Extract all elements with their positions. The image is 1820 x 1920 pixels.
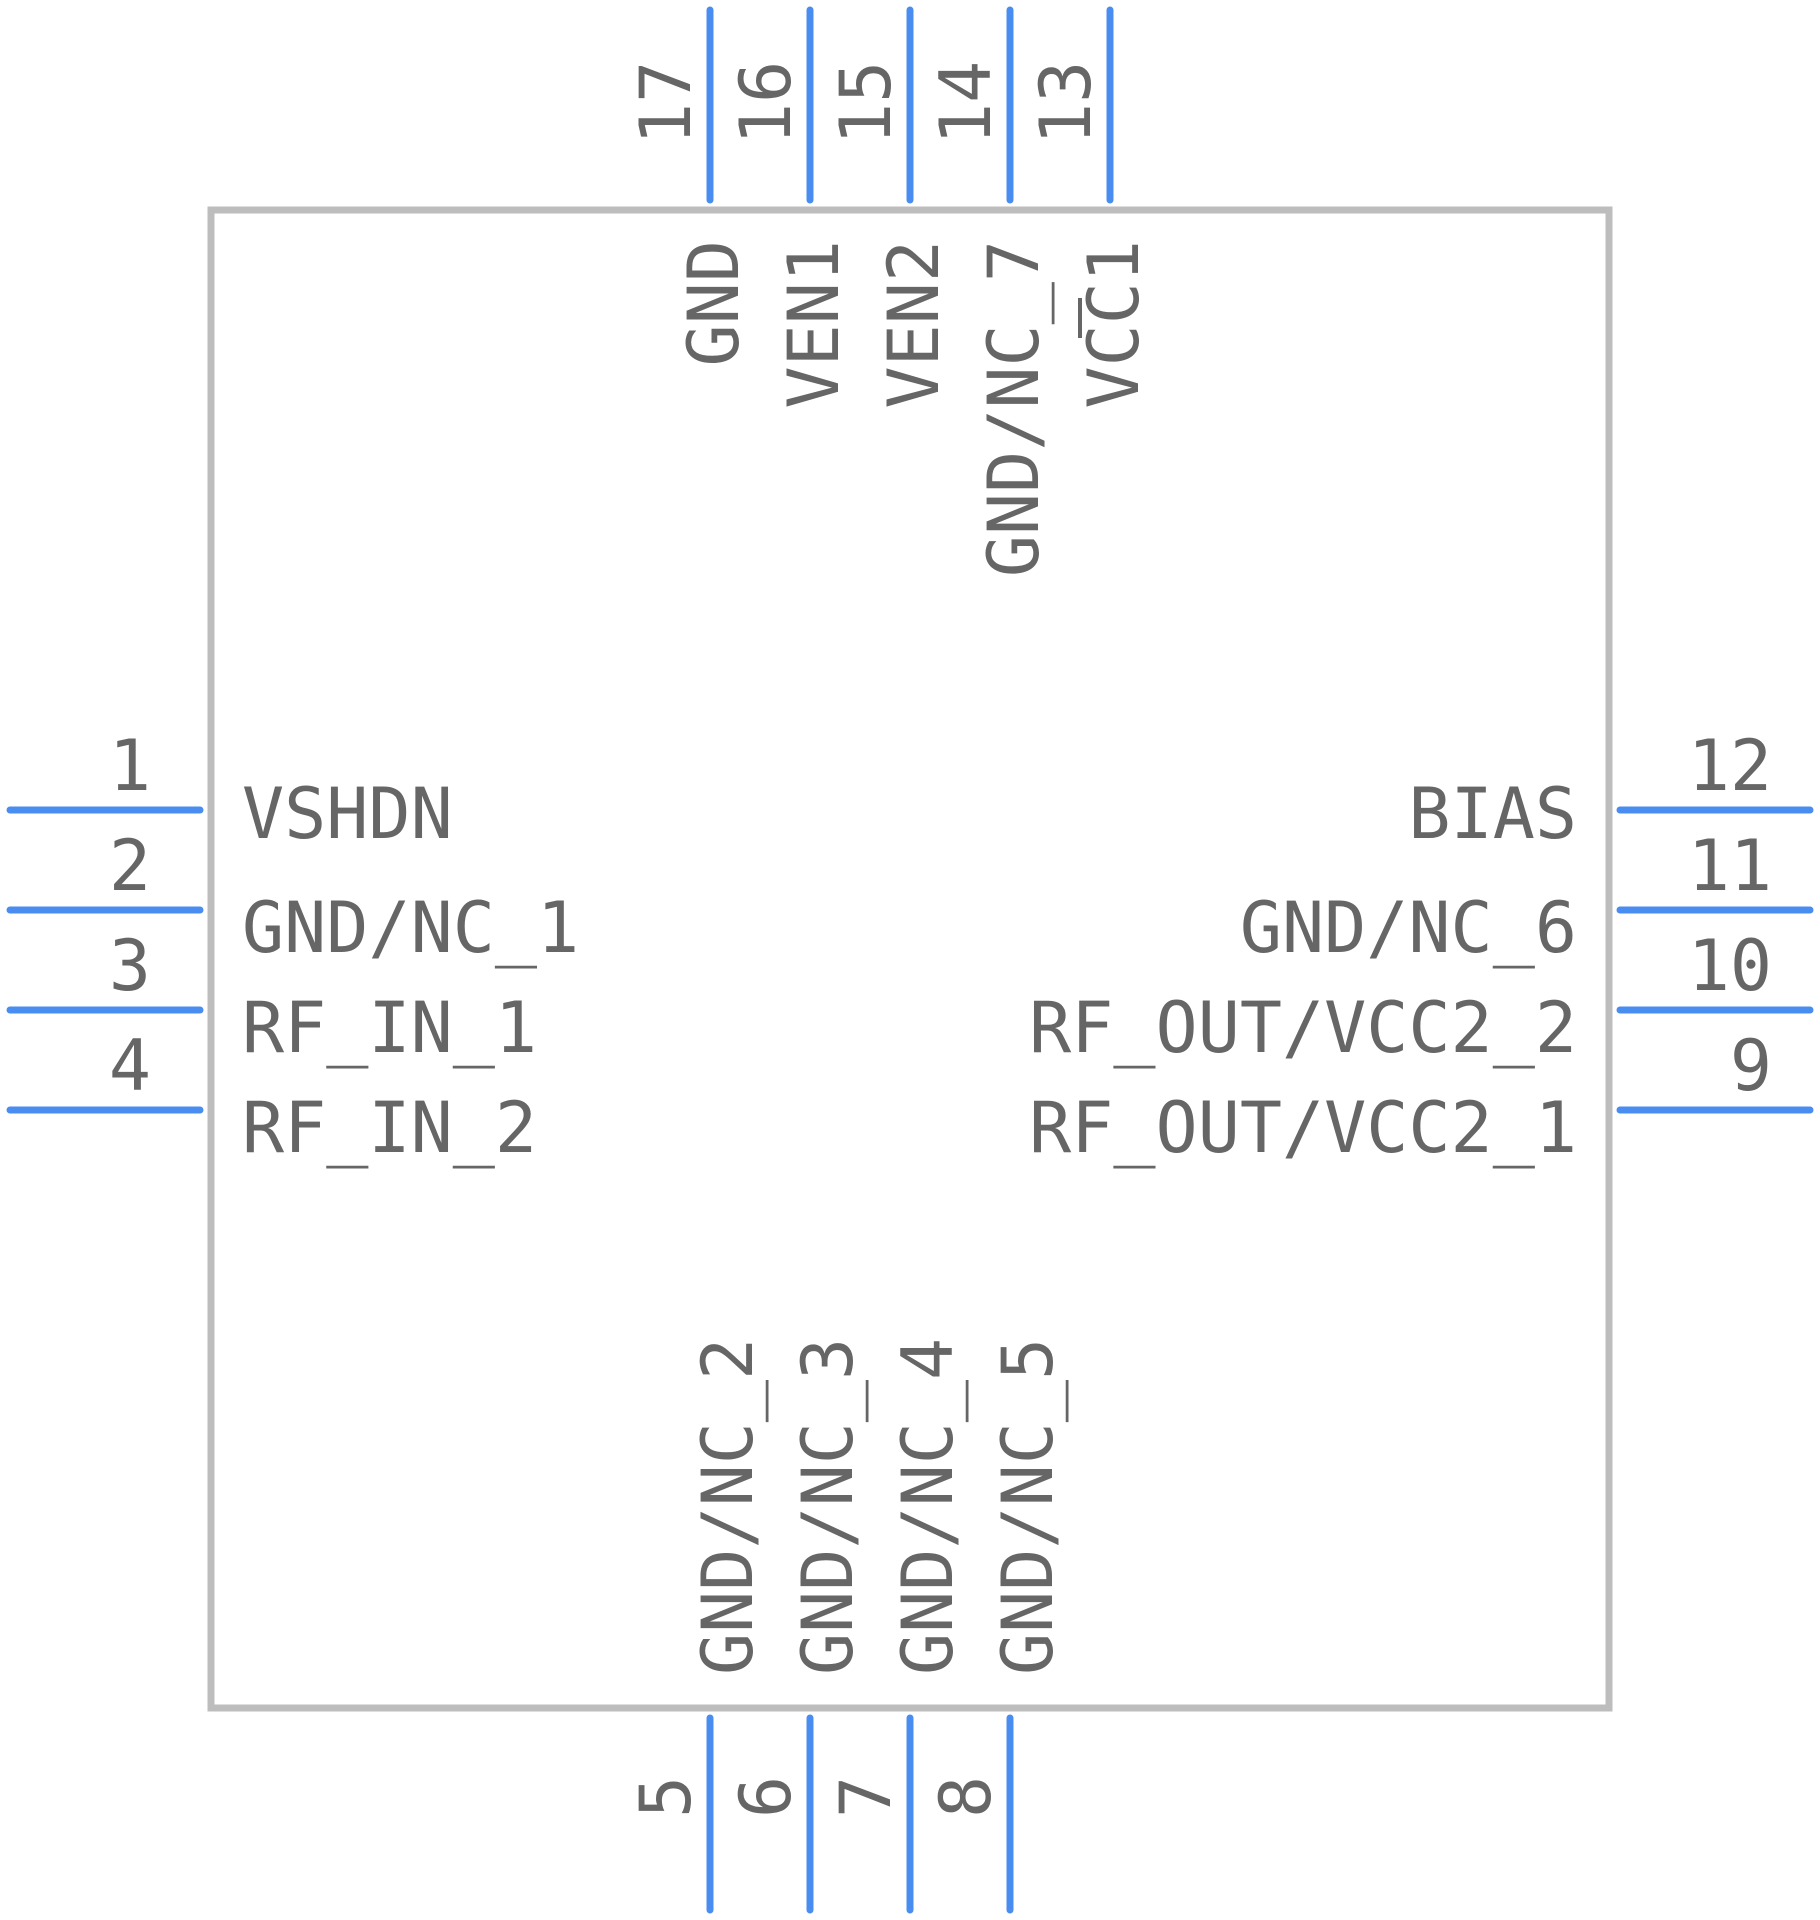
pin-13[interactable]: 13 VCC1: [1025, 6, 1155, 409]
pin-2-number: 2: [109, 825, 151, 907]
pin-14-number: 14: [925, 61, 1007, 145]
pin-4-label: RF_IN_2: [242, 1087, 537, 1169]
pin-8-label: GND/NC_5: [987, 1338, 1069, 1675]
pin-3[interactable]: 3 RF_IN_1: [6, 925, 537, 1069]
pin-7[interactable]: 7 GND/NC_4: [825, 1338, 969, 1914]
pin-8-number: 8: [925, 1776, 1007, 1818]
pin-17-label: GND: [673, 240, 755, 366]
pin-5-number: 5: [625, 1776, 707, 1818]
pin-9[interactable]: 9 RF_OUT/VCC2_1: [1029, 1025, 1814, 1169]
pin-11[interactable]: 11 GND/NC_6: [1240, 825, 1814, 969]
pin-7-label: GND/NC_4: [887, 1338, 969, 1675]
pin-8[interactable]: 8 GND/NC_5: [925, 1338, 1069, 1914]
pin-12[interactable]: 12 BIAS: [1408, 725, 1814, 855]
pin-13-label: VCC1: [1073, 240, 1155, 409]
pin-1[interactable]: 1 VSHDN: [6, 725, 453, 855]
pin-10[interactable]: 10 RF_OUT/VCC2_2: [1029, 925, 1814, 1069]
pin-14[interactable]: 14 GND/NC_7: [925, 6, 1055, 577]
pin-1-label: VSHDN: [242, 773, 453, 855]
pin-5-label: GND/NC_2: [687, 1338, 769, 1675]
pin-11-number: 11: [1688, 825, 1772, 907]
pin-16-label: VEN1: [773, 240, 855, 409]
pin-12-number: 12: [1688, 725, 1772, 807]
pin-15[interactable]: 15 VEN2: [825, 6, 955, 409]
pin-13-number: 13: [1025, 61, 1107, 145]
pin-10-label: RF_OUT/VCC2_2: [1029, 987, 1577, 1069]
pin-6-label: GND/NC_3: [787, 1338, 869, 1675]
pin-16-number: 16: [725, 61, 807, 145]
pin-15-label: VEN2: [873, 240, 955, 409]
pin-6-number: 6: [725, 1776, 807, 1818]
pin-7-number: 7: [825, 1776, 907, 1818]
pin-4[interactable]: 4 RF_IN_2: [6, 1025, 537, 1169]
pin-14-label: GND/NC_7: [973, 240, 1055, 577]
pin-11-label: GND/NC_6: [1240, 887, 1577, 969]
pin-6[interactable]: 6 GND/NC_3: [725, 1338, 869, 1914]
component-body: [207, 206, 1613, 1712]
pin-9-number: 9: [1730, 1025, 1772, 1107]
pin-17-number: 17: [625, 61, 707, 145]
pin-5[interactable]: 5 GND/NC_2: [625, 1338, 769, 1914]
pin-16[interactable]: 16 VEN1: [725, 6, 855, 409]
pin-15-number: 15: [825, 61, 907, 145]
pin-1-number: 1: [109, 725, 151, 807]
pin-12-label: BIAS: [1408, 773, 1577, 855]
pin-3-label: RF_IN_1: [242, 987, 537, 1069]
pin-9-label: RF_OUT/VCC2_1: [1029, 1087, 1577, 1169]
pin-2[interactable]: 2 GND/NC_1: [6, 825, 579, 969]
pin-17[interactable]: 17 GND: [625, 6, 755, 366]
pin-10-number: 10: [1688, 925, 1772, 1007]
pin-2-label: GND/NC_1: [242, 887, 579, 969]
pin-4-number: 4: [109, 1025, 151, 1107]
pin-3-number: 3: [109, 925, 151, 1007]
